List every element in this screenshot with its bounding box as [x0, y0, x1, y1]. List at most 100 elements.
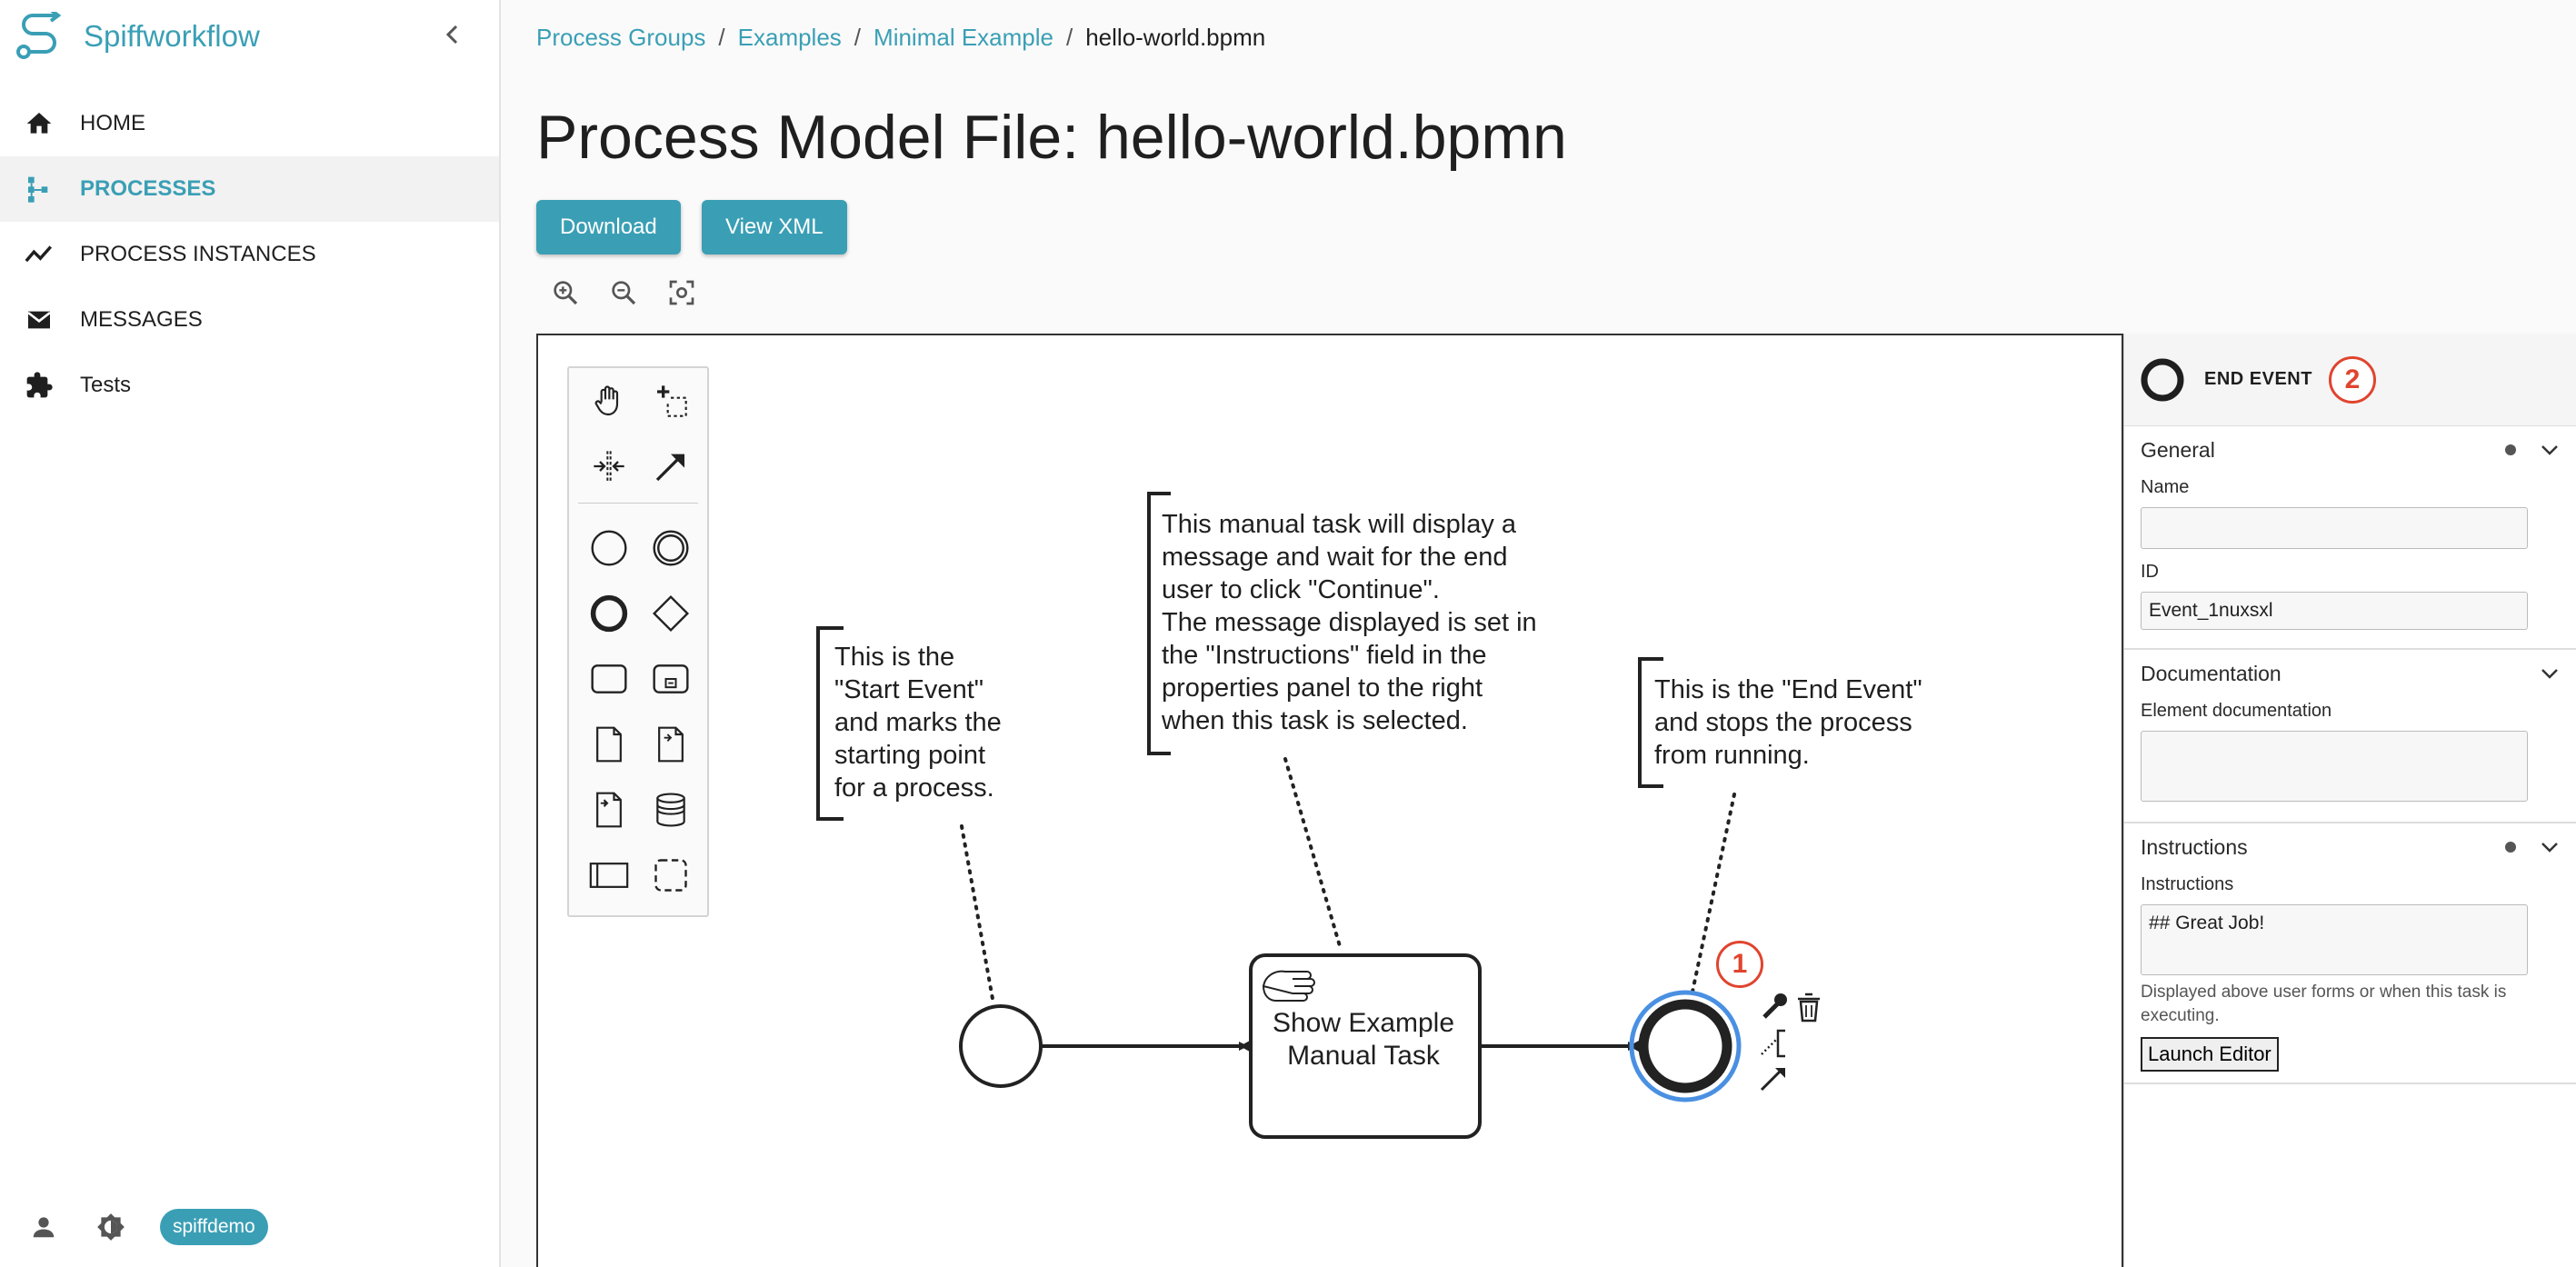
annotation-bracket-end[interactable] — [1638, 657, 1663, 788]
name-field[interactable] — [2141, 507, 2528, 549]
subprocess-icon[interactable] — [645, 653, 696, 704]
sidebar-item-messages[interactable]: MESSAGES — [0, 287, 499, 353]
has-value-dot-icon — [2505, 444, 2516, 455]
end-event-type-icon — [2141, 358, 2184, 401]
chevron-left-icon — [445, 25, 458, 45]
documentation-group-header[interactable]: Documentation — [2141, 650, 2560, 697]
envelope-icon — [22, 303, 56, 337]
step-marker-1: 1 — [1716, 941, 1763, 988]
group-icon[interactable] — [645, 850, 696, 901]
group-title: General — [2141, 437, 2215, 462]
sidebar-item-home[interactable]: HOME — [0, 91, 499, 156]
sidebar-item-label: PROCESS INSTANCES — [80, 242, 316, 266]
documentation-label: Element documentation — [2141, 701, 2332, 721]
download-button[interactable]: Download — [536, 200, 681, 254]
bpmn-diagram — [816, 492, 1820, 1139]
breadcrumb-current: hello-world.bpmn — [1085, 24, 1266, 51]
sidebar-item-process-instances[interactable]: PROCESS INSTANCES — [0, 222, 499, 287]
manual-task-label[interactable]: Show Example Manual Task — [1272, 1008, 1455, 1071]
instructions-label: Instructions — [2141, 874, 2234, 894]
user-icon[interactable] — [25, 1209, 62, 1245]
sidebar-item-label: Tests — [80, 373, 132, 397]
home-icon — [22, 106, 56, 141]
step-marker-2: 2 — [2328, 355, 2376, 404]
bpmn-canvas[interactable]: This is the "Start Event" and marks the … — [536, 334, 2123, 1267]
hand-tool-icon[interactable] — [584, 375, 634, 426]
data-output-icon[interactable] — [584, 784, 634, 835]
task-icon[interactable] — [584, 653, 634, 704]
launch-editor-button[interactable]: Launch Editor — [2141, 1037, 2279, 1072]
append-annotation-icon[interactable] — [1761, 1029, 1785, 1058]
instructions-group-header[interactable]: Instructions — [2141, 823, 2560, 871]
id-label: ID — [2141, 562, 2159, 582]
space-tool-icon[interactable] — [584, 441, 634, 492]
sidebar-footer: spiffdemo — [25, 1209, 268, 1245]
association-task[interactable] — [1283, 757, 1342, 948]
documentation-group: Documentation Element documentation — [2124, 650, 2576, 823]
has-value-dot-icon — [2505, 842, 2516, 853]
selection-outline — [1629, 990, 1742, 1102]
sidebar-item-label: MESSAGES — [80, 307, 203, 332]
data-store-icon[interactable] — [645, 784, 696, 835]
sidebar-item-processes[interactable]: PROCESSES — [0, 156, 499, 222]
group-title: Documentation — [2141, 661, 2281, 685]
sidebar-item-label: PROCESSES — [80, 176, 216, 201]
end-event-icon[interactable] — [584, 588, 634, 639]
lasso-tool-icon[interactable] — [645, 375, 696, 426]
annotation-bracket-task[interactable] — [1147, 492, 1171, 755]
id-field[interactable] — [2141, 592, 2528, 630]
sidebar-item-tests[interactable]: Tests — [0, 353, 499, 418]
chevron-down-icon — [2536, 660, 2563, 687]
annotation-start-text[interactable]: This is the "Start Event" and marks the … — [834, 643, 1002, 803]
theme-toggle-icon[interactable] — [93, 1209, 129, 1245]
annotation-task-text[interactable]: This manual task will display a message … — [1162, 510, 1537, 735]
connect-arrow-icon[interactable] — [1760, 1068, 1785, 1092]
trash-icon[interactable] — [1798, 993, 1820, 1023]
annotation-end-text[interactable]: This is the "End Event" and stops the pr… — [1654, 675, 1922, 770]
breadcrumb: Process Groups / Examples / Minimal Exam… — [536, 24, 1265, 52]
documentation-field[interactable] — [2141, 731, 2528, 802]
process-tree-icon — [22, 172, 56, 206]
user-badge[interactable]: spiffdemo — [160, 1209, 268, 1245]
hand-icon — [1262, 970, 1315, 1002]
breadcrumb-separator: / — [718, 24, 725, 51]
zoom-fit-icon[interactable] — [664, 274, 700, 311]
bpmn-palette — [567, 366, 709, 917]
intermediate-event-icon[interactable] — [645, 523, 696, 574]
properties-header: END EVENT 2 — [2124, 334, 2576, 426]
breadcrumb-minimal-example[interactable]: Minimal Example — [874, 24, 1053, 51]
breadcrumb-examples[interactable]: Examples — [737, 24, 842, 51]
general-group-header[interactable]: General — [2141, 426, 2560, 474]
wrench-icon[interactable] — [1762, 993, 1787, 1019]
pool-icon[interactable] — [584, 850, 634, 901]
brand[interactable]: Spiffworkflow — [15, 9, 260, 64]
instructions-group: Instructions Instructions ## Great Job! … — [2124, 823, 2576, 1084]
data-input-icon[interactable] — [645, 719, 696, 770]
zoom-out-icon[interactable] — [605, 274, 642, 311]
chevron-down-icon — [2536, 436, 2563, 464]
connect-tool-icon[interactable] — [645, 441, 696, 492]
name-label: Name — [2141, 477, 2190, 497]
breadcrumb-separator: / — [854, 24, 862, 51]
start-event[interactable] — [959, 1004, 1043, 1088]
start-event-icon[interactable] — [584, 523, 634, 574]
annotation-bracket-start[interactable] — [816, 626, 844, 821]
zoom-in-icon[interactable] — [547, 274, 584, 311]
gateway-icon[interactable] — [645, 588, 696, 639]
sidebar-nav: HOME PROCESSES PROCESS INSTANCES MESSAGE… — [0, 91, 499, 418]
data-object-icon[interactable] — [584, 719, 634, 770]
manual-task[interactable] — [1249, 953, 1482, 1139]
properties-panel: END EVENT 2 General Name ID Documentatio… — [2123, 334, 2576, 1267]
view-xml-button[interactable]: View XML — [702, 200, 847, 254]
association-start[interactable] — [960, 824, 994, 1001]
zoom-toolbar — [547, 274, 722, 311]
instructions-field[interactable]: ## Great Job! — [2141, 904, 2528, 975]
collapse-sidebar-button[interactable] — [434, 16, 471, 53]
app-name: Spiffworkflow — [84, 19, 260, 53]
association-end[interactable] — [1691, 793, 1736, 993]
general-group: General Name ID — [2124, 426, 2576, 650]
puzzle-icon — [22, 368, 56, 403]
end-event[interactable] — [1638, 999, 1732, 1093]
breadcrumb-process-groups[interactable]: Process Groups — [536, 24, 706, 51]
element-type-label: END EVENT — [2204, 369, 2312, 389]
